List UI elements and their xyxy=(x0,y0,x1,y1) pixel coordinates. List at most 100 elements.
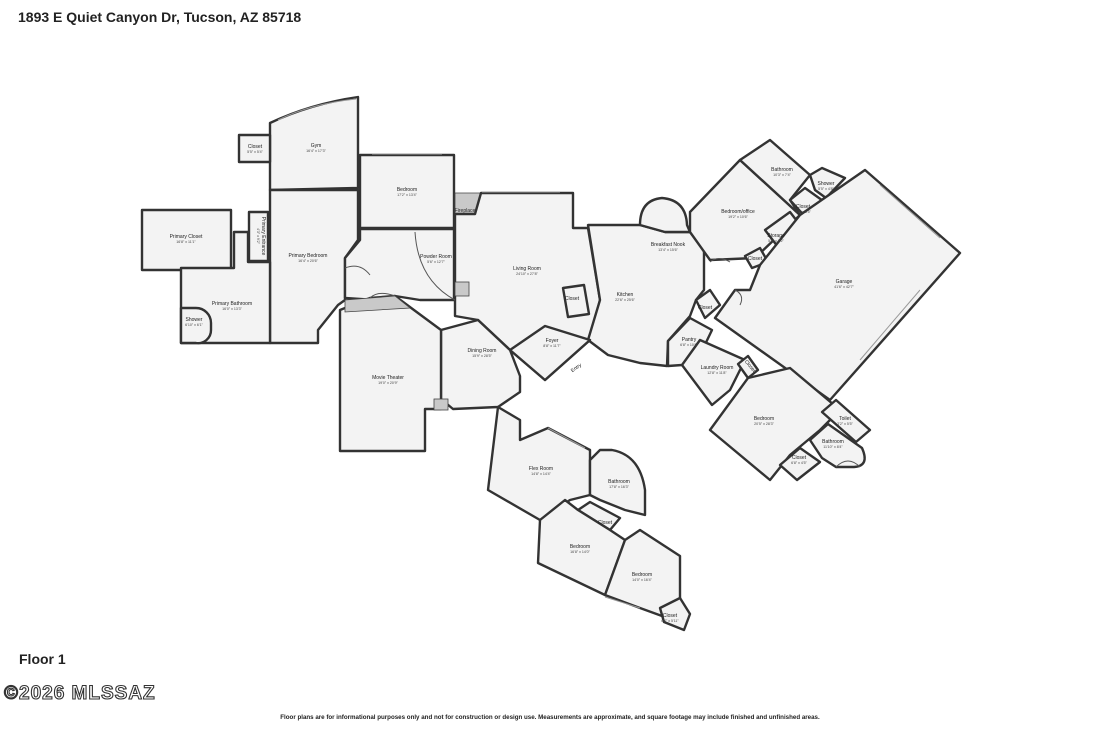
stair-hatch xyxy=(344,295,412,313)
bathroom-east-room xyxy=(808,422,866,469)
shower-office-dims: 5'5" x 4'8" xyxy=(818,187,834,191)
primary-bathroom-label: Primary Bathroom xyxy=(212,301,252,307)
bathroom-south-dims: 17'8" x 16'3" xyxy=(609,485,629,489)
door-primary xyxy=(344,265,371,276)
bathroom-east-dims: 11'10" x 8'4" xyxy=(823,445,843,449)
bedroom-east-label: Bedroom xyxy=(754,416,774,422)
bathroom-east-label: Bathroom xyxy=(822,439,844,445)
primary-bedroom-dims: 16'4" x 20'6" xyxy=(298,259,318,263)
theater-hatch xyxy=(433,398,449,411)
primary-entrance-dims: 4'3" x 9'2" xyxy=(256,228,260,244)
flex-room-label: Flex Room xyxy=(529,466,553,472)
property-address: 1893 E Quiet Canyon Dr, Tucson, AZ 85718 xyxy=(18,9,302,25)
primary-bathroom-dims: 16'0" x 13'3" xyxy=(222,307,242,311)
closet-east-label: Closet xyxy=(792,455,807,461)
primary-closet-dims: 16'8" x 11'1" xyxy=(176,240,196,244)
toilet-dims: 3'2" x 5'5" xyxy=(837,422,853,426)
movie-theater-dims: 19'0" x 20'9" xyxy=(378,381,398,385)
primary-closet-room xyxy=(140,208,233,272)
primary-closet-label: Primary Closet xyxy=(170,234,203,240)
closet-se-room xyxy=(658,596,692,632)
fireplace-label: Fireplace xyxy=(455,208,476,214)
powder-room xyxy=(343,227,456,302)
gym-dims: 16'4" x 17'3" xyxy=(306,149,326,153)
movie-theater-label: Movie Theater xyxy=(372,375,404,381)
gym-closet xyxy=(237,133,272,164)
storage-dims: 5'8" x 7'2" xyxy=(768,239,784,243)
bedroom-sw-room xyxy=(536,498,627,597)
bedroom-office-dims: 19'2" x 10'6" xyxy=(728,215,748,219)
bathroom-office-dims: 10'3" x 7'4" xyxy=(773,173,791,177)
closet-nook-label: Closet xyxy=(748,256,763,262)
primary-shower-label: Shower xyxy=(186,317,203,323)
living-room-label: Living Room xyxy=(513,266,541,272)
door-nook xyxy=(709,258,731,263)
door-theater xyxy=(369,292,396,299)
garage-dims: 41'6" x 42'7" xyxy=(834,285,854,289)
bedroom-sw-label: Bedroom xyxy=(570,544,590,550)
living-closet-label: Closet xyxy=(565,296,580,302)
room-labels: Gym 16'4" x 17'3" Closet 5'5" x 5'4" Bed… xyxy=(170,143,855,623)
flex-window xyxy=(547,427,586,449)
bedroom-sw-dims: 16'8" x 14'0" xyxy=(570,550,590,554)
laundry-room-label: Laundry Room xyxy=(701,365,734,371)
closet-se-label: Closet xyxy=(663,613,678,619)
toilet-room xyxy=(820,398,872,444)
foyer-label: Foyer xyxy=(546,338,559,344)
door-bath-east xyxy=(835,460,861,468)
closet-south-label: Closet xyxy=(598,520,613,526)
storage-label: Storage xyxy=(767,233,785,239)
kitchen-dims: 22'6" x 25'6" xyxy=(615,298,635,302)
breakfast-nook-label: Breakfast Nook xyxy=(651,242,686,248)
door-powder xyxy=(414,231,456,301)
kitchen-label: Kitchen xyxy=(617,292,634,298)
powder-hatch xyxy=(454,281,470,297)
bedroom-east-dims: 20'5" x 28'3" xyxy=(754,422,774,426)
bedroom-se-dims: 14'0" x 16'4" xyxy=(632,578,652,582)
door-kitchen-closet xyxy=(734,289,743,306)
shower-office xyxy=(808,166,847,200)
foyer-dims: 8'8" x 11'7" xyxy=(543,344,561,348)
powder-room-label: Powder Room xyxy=(420,254,452,260)
primary-bedroom-room xyxy=(268,188,360,345)
gym-window xyxy=(277,98,357,121)
primary-bedroom-label: Primary Bedroom xyxy=(289,253,328,259)
garage-window-2 xyxy=(859,289,921,361)
foyer-room xyxy=(508,324,592,382)
bedroom-north-label: Bedroom xyxy=(397,187,417,193)
flex-room-dims: 14'8" x 14'4" xyxy=(531,472,551,476)
bedroom-se-label: Bedroom xyxy=(632,572,652,578)
bathroom-office-room xyxy=(738,138,812,217)
primary-shower-dims: 6'10" x 6'1" xyxy=(185,323,203,327)
gym-label: Gym xyxy=(311,143,322,149)
dining-room-label: Dining Room xyxy=(468,348,497,354)
garage-label: Garage xyxy=(836,279,853,285)
entry-label: Entry xyxy=(570,362,583,374)
gym-closet-dims: 5'5" x 5'4" xyxy=(247,150,263,154)
floor-label: Floor 1 xyxy=(19,651,66,667)
closet-east-room xyxy=(778,446,822,482)
closet-office-dims: 4'7" x 6'5" xyxy=(795,210,811,214)
bedroom-north-dims: 17'2" x 13'4" xyxy=(397,193,417,197)
primary-shower xyxy=(179,306,213,345)
bathroom-south-room xyxy=(588,448,647,517)
closet-se-dims: 6'4" x 5'11" xyxy=(661,619,679,623)
closet-kitchen-label: Closet xyxy=(698,305,713,311)
breakfast-nook-dims: 13'4" x 15'6" xyxy=(658,248,678,252)
laundry-room-dims: 12'8" x 11'8" xyxy=(707,371,727,375)
closet-laundry xyxy=(736,354,760,380)
bedroom-office-label: Bedroom/office xyxy=(721,209,755,215)
bathroom-office-label: Bathroom xyxy=(771,167,793,173)
closet-east-dims: 6'8" x 4'5" xyxy=(791,461,807,465)
mls-watermark: ©2026 MLSSAZ xyxy=(3,682,156,704)
garage-room xyxy=(713,168,962,402)
closet-kitchen xyxy=(694,288,722,320)
shower-office-label: Shower xyxy=(818,181,835,187)
living-room-dims: 24'10" x 27'8" xyxy=(516,272,538,276)
powder-room-dims: 5'6" x 12'7" xyxy=(427,260,445,264)
bathroom-south-label: Bathroom xyxy=(608,479,630,485)
closet-office-label: Closet xyxy=(796,204,811,210)
garage-window xyxy=(879,184,941,239)
breakfast-nook-room xyxy=(638,196,692,234)
